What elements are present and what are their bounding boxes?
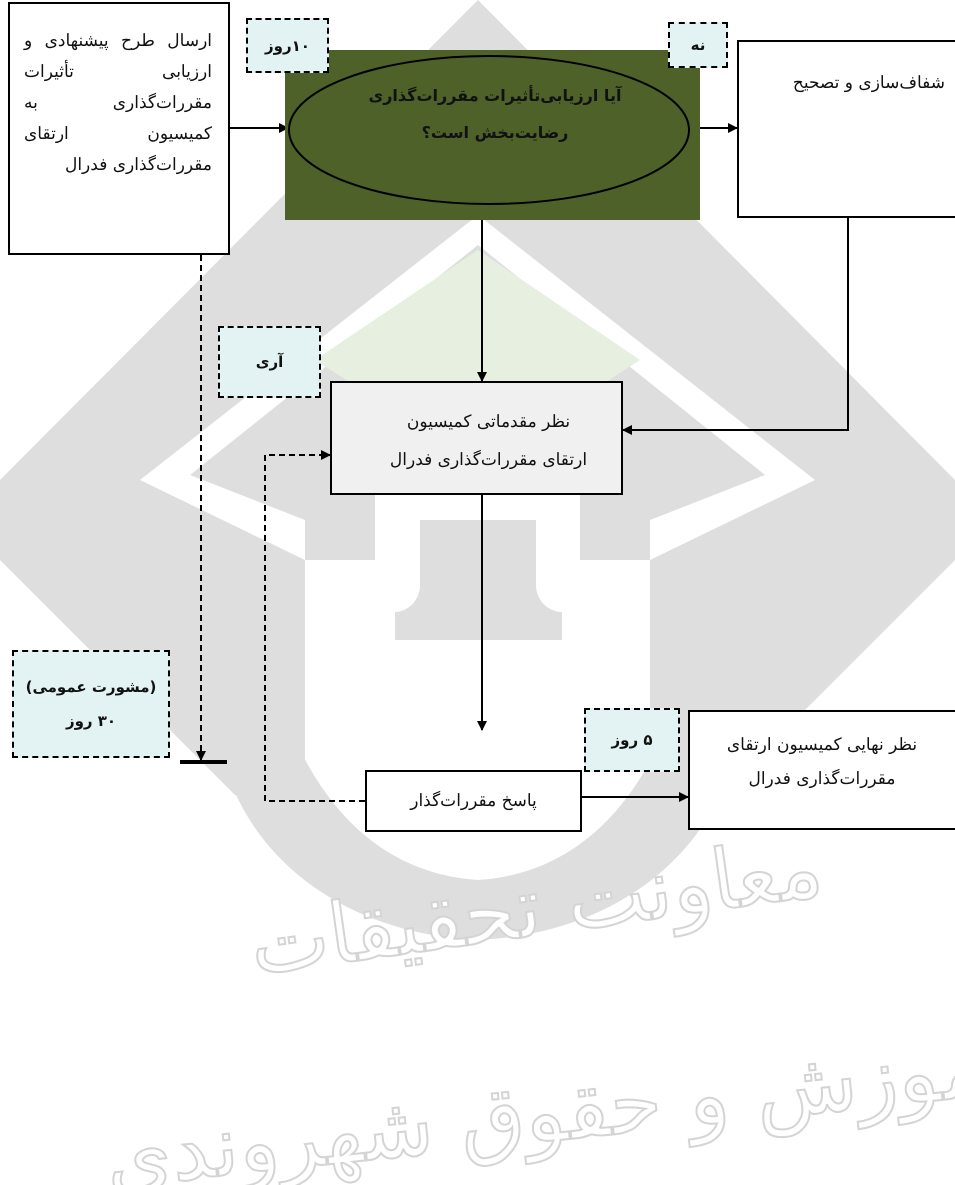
arrow-clarify-to-preliminary [622, 218, 849, 435]
watermark-text-line2: آموزش و حقوق شهروندی [100, 1014, 955, 1185]
dashed-response-to-preliminary [264, 450, 365, 802]
decision-ellipse [288, 55, 690, 205]
label-ten-days: ۱۰روز [246, 18, 329, 73]
final-opinion-box: نظر نهایی کمیسیون ارتقای مقررات‌گذاری فد… [688, 710, 955, 830]
label-no: نه [668, 22, 728, 68]
label-five-days: ۵ روز [584, 708, 680, 772]
clarify-correct-box: شفاف‌سازی و تصحیح [737, 40, 955, 218]
preliminary-opinion-box: نظر مقدماتی کمیسیون ارتقای مقررات‌گذاری … [330, 381, 623, 495]
submit-proposal-box: ارسال طرح پیشنهادی و ارزیابی تأثیرات مقر… [8, 2, 230, 255]
label-public-consultation: (مشورت عمومی) ۳۰ روز [12, 650, 170, 758]
connectors [180, 123, 849, 802]
thirty-days-text: ۳۰ روز [65, 712, 117, 730]
label-yes: آری [218, 326, 321, 398]
public-consultation-text: (مشورت عمومی) [25, 678, 157, 696]
decision-question-text: آیا ارزیابی‌تأثیرات مقررات‌گذاری رضایت‌ب… [368, 86, 622, 142]
regulator-response-box: پاسخ مقررات‌گذار [365, 770, 582, 832]
